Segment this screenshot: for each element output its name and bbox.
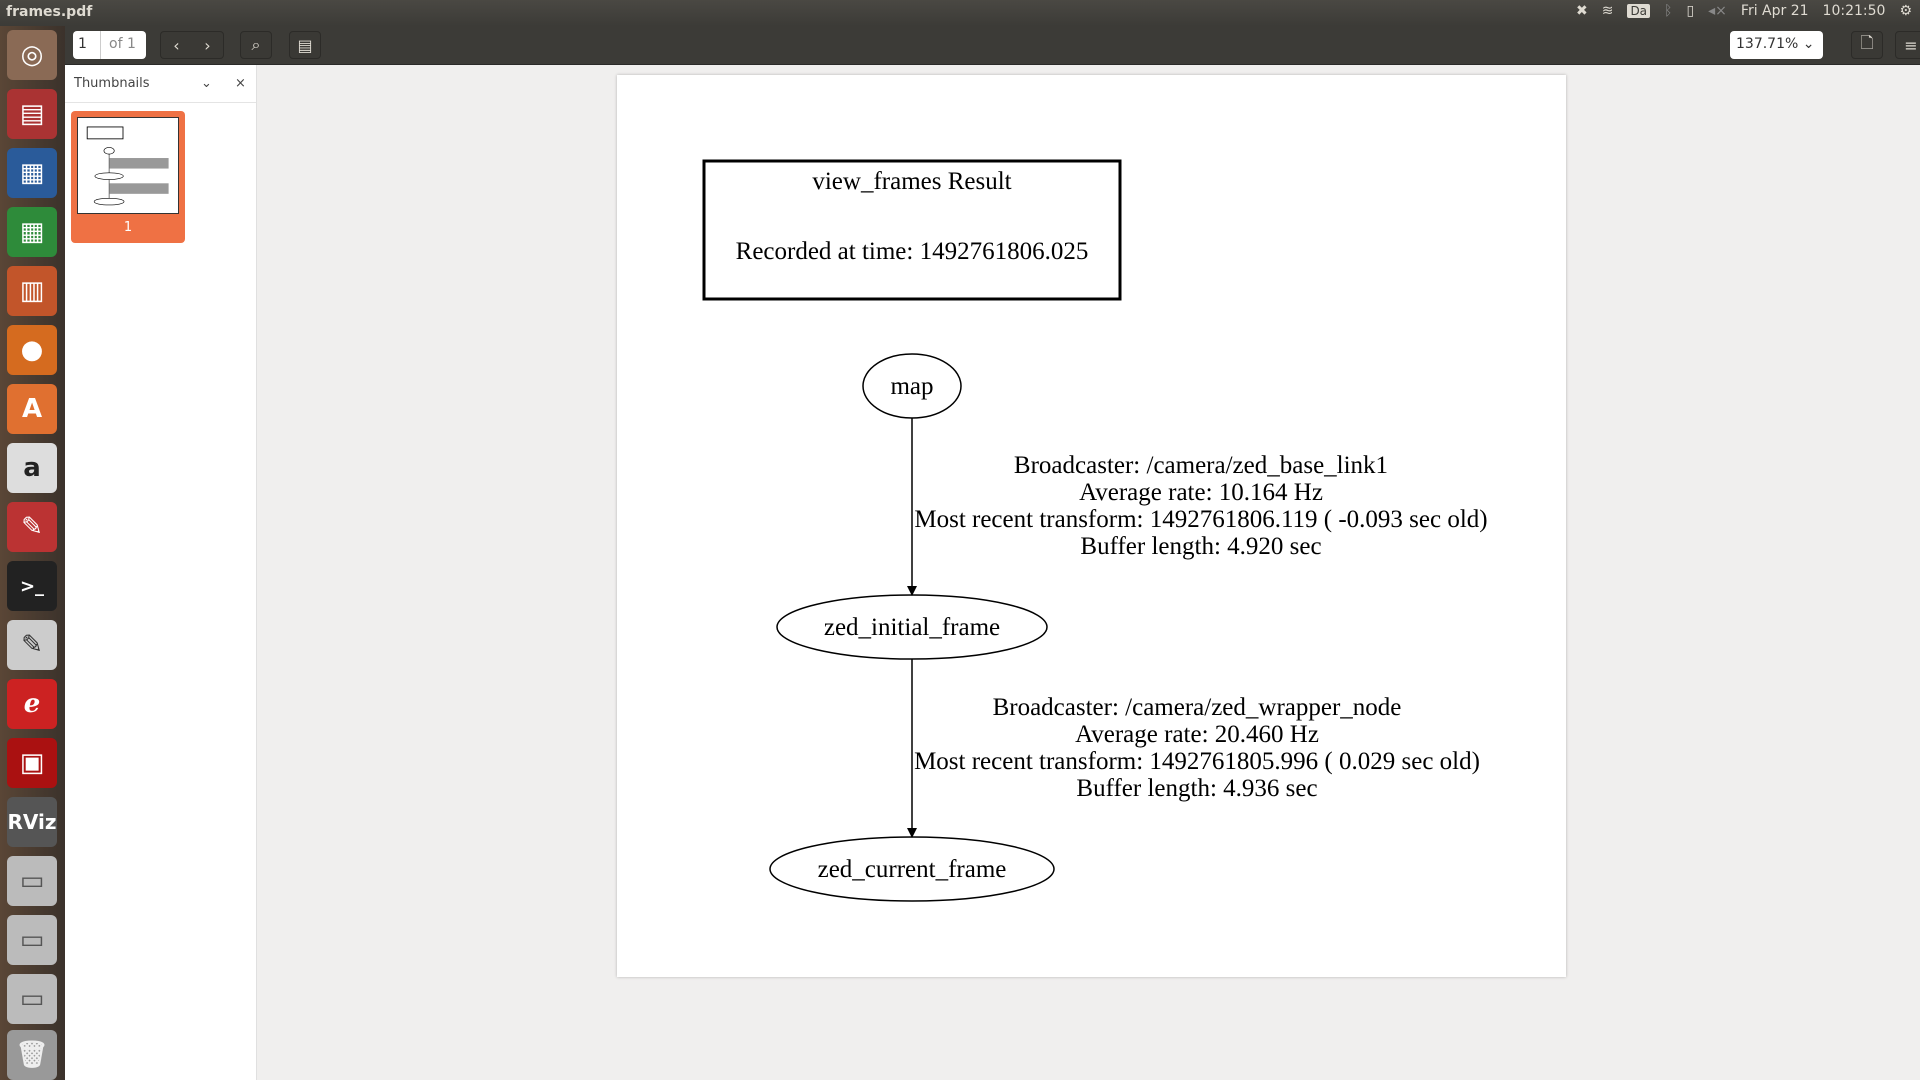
header-time: Recorded at time: 1492761806.025 — [736, 238, 1089, 265]
edge-label-line: Average rate: 20.460 Hz — [1075, 721, 1319, 748]
clock[interactable]: 10:21:50 — [1822, 3, 1886, 19]
terminal-icon[interactable]: >_ — [7, 561, 57, 611]
node-label: map — [890, 373, 933, 400]
volume-muted-icon[interactable]: ◂× — [1708, 3, 1727, 19]
calc-icon[interactable]: ▦ — [7, 207, 57, 257]
ubuntu-dash-icon[interactable]: ◎ — [7, 30, 57, 80]
edge-label-line: Most recent transform: 1492761805.996 ( … — [914, 748, 1480, 775]
node-zed-initial-frame — [776, 594, 1048, 660]
terminal-red-icon[interactable]: ▣ — [7, 738, 57, 788]
rviz-icon[interactable]: RViz — [7, 797, 57, 847]
writer-icon[interactable]: ▦ — [7, 148, 57, 198]
document-viewer-icon[interactable]: ℯ — [7, 679, 57, 729]
bluetooth-icon[interactable]: ᛒ — [1664, 3, 1673, 19]
page-total: of 1 — [109, 36, 136, 52]
edge-label-line: Buffer length: 4.920 sec — [1080, 533, 1321, 560]
drive-icon[interactable]: ▭ — [7, 915, 57, 965]
zoom-select[interactable]: 137.71% ⌄ — [1730, 31, 1823, 59]
files-icon[interactable]: ▤ — [7, 89, 57, 139]
edge-label-2: Broadcaster: /camera/zed_wrapper_node Av… — [914, 694, 1480, 802]
prev-page-button[interactable]: ‹ — [160, 31, 192, 59]
menu-button[interactable]: ≡ — [1895, 31, 1920, 59]
window-title: frames.pdf — [6, 4, 93, 20]
settings-icon[interactable]: ✎ — [7, 502, 57, 552]
chevron-down-icon[interactable]: ⌄ — [201, 76, 212, 91]
node-zed-current-frame — [769, 836, 1055, 902]
sidebar: Thumbnails ⌄ × 1 — [65, 65, 257, 1080]
edge-label-1: Broadcaster: /camera/zed_base_link1 Aver… — [914, 452, 1487, 560]
top-panel: frames.pdf ✖ ≋ Da ᛒ ▯ ◂× Fri Apr 21 10:2… — [0, 0, 1920, 26]
amazon-icon[interactable]: a — [7, 443, 57, 493]
edge-label-line: Buffer length: 4.936 sec — [1076, 775, 1317, 802]
presentation-button[interactable]: 🗋 — [1851, 31, 1883, 59]
header-title: view_frames Result — [812, 168, 1011, 195]
search-button[interactable]: ⌕ — [240, 31, 272, 59]
edge-label-line: Broadcaster: /camera/zed_wrapper_node — [993, 694, 1402, 721]
edge-label-line: Most recent transform: 1492761806.119 ( … — [914, 506, 1487, 533]
software-center-icon[interactable]: A — [7, 384, 57, 434]
impress-icon[interactable]: ▥ — [7, 266, 57, 316]
wifi-icon[interactable]: ≋ — [1601, 3, 1614, 19]
trash-icon[interactable]: 🗑 — [7, 1030, 57, 1080]
page-current[interactable]: 1 — [73, 31, 101, 59]
node-map — [862, 353, 962, 419]
page-thumbnail[interactable]: 1 — [71, 111, 185, 243]
chevron-down-icon: ⌄ — [1802, 36, 1815, 52]
text-editor-icon[interactable]: ✎ — [7, 620, 57, 670]
thumbnail-label: 1 — [123, 220, 133, 235]
toolbar: 1 of 1 ‹ › ⌕ ▤ 137.71% ⌄ 🗋 ≡ — [65, 26, 1920, 65]
pdf-page: view_frames Result Recorded at time: 149… — [617, 75, 1566, 977]
zoom-value: 137.71% — [1736, 36, 1799, 52]
sidebar-title[interactable]: Thumbnails — [74, 76, 150, 91]
header-box — [702, 159, 1122, 301]
node-label: zed_current_frame — [818, 856, 1007, 883]
edge-label-line: Average rate: 10.164 Hz — [1079, 479, 1323, 506]
page-number-entry[interactable]: 1 of 1 — [73, 31, 146, 59]
dropbox-icon[interactable]: ✖ — [1575, 3, 1588, 19]
next-page-button[interactable]: › — [192, 31, 224, 59]
drive-icon[interactable]: ▭ — [7, 974, 57, 1024]
annotations-button[interactable]: ▤ — [289, 31, 321, 59]
firefox-icon[interactable]: ● — [7, 325, 57, 375]
node-label: zed_initial_frame — [824, 614, 1000, 641]
date[interactable]: Fri Apr 21 — [1740, 3, 1809, 19]
launcher: ◎ ▤ ▦ ▦ ▥ ● A a ✎ >_ ✎ ℯ ▣ RViz ▭ ▭ ▭ 🗑 — [0, 26, 65, 1080]
edge-label-line: Broadcaster: /camera/zed_base_link1 — [1014, 452, 1388, 479]
battery-icon[interactable]: ▯ — [1686, 3, 1695, 19]
keyboard-indicator[interactable]: Da — [1627, 4, 1651, 18]
drive-icon[interactable]: ▭ — [7, 856, 57, 906]
power-gear-icon[interactable]: ⚙ — [1899, 3, 1912, 19]
close-icon[interactable]: × — [235, 76, 246, 91]
